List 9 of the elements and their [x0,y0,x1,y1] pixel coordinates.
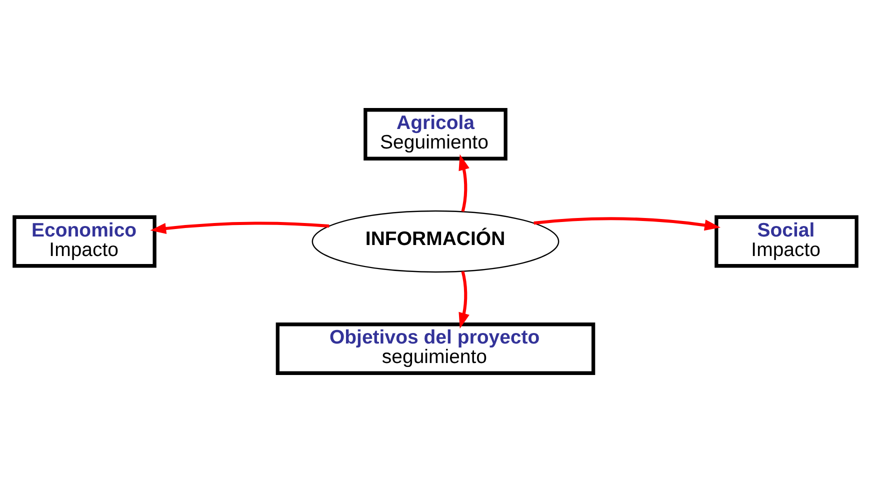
node-box: Economico Impacto [12,215,156,268]
node-ellipse: INFORMACIÓN [311,210,559,273]
node-box: Social Impacto [714,215,858,268]
arrow [150,222,329,234]
node-box: Agricola Seguimiento [363,108,507,160]
node-box: Objetivos del proyecto seguimiento [275,322,595,375]
arrow [533,217,720,231]
arrow [458,271,469,329]
arrow [458,154,469,212]
